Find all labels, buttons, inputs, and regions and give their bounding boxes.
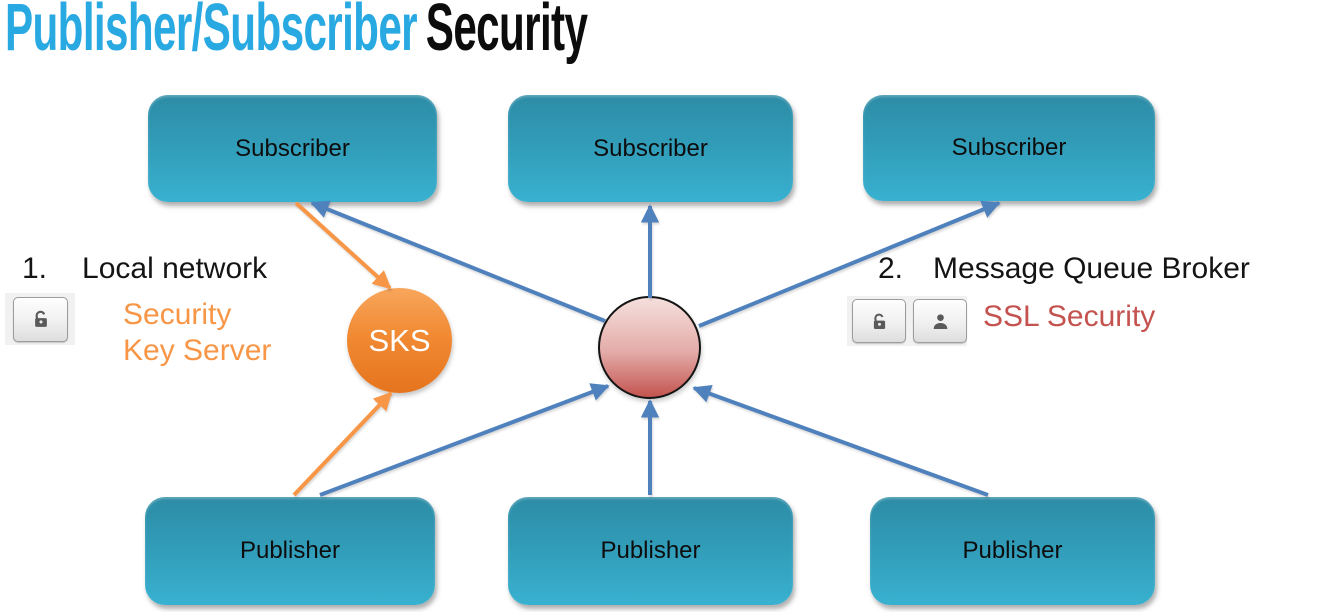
security-key-server-circle: SKS bbox=[347, 288, 452, 393]
sks-label: SKS bbox=[368, 322, 431, 358]
callout-title-text: Local network bbox=[82, 252, 268, 285]
local-network-icon-panel bbox=[5, 293, 75, 345]
message-queue-broker-circle bbox=[598, 296, 701, 399]
subscriber-label: Subscriber bbox=[593, 134, 708, 162]
arrow-subscriber-to-sks bbox=[294, 201, 392, 290]
subscriber-label: Subscriber bbox=[951, 134, 1067, 161]
arrow-broker-to-subscriber-left bbox=[310, 200, 606, 323]
lock-button bbox=[852, 299, 906, 343]
subscriber-box-2: Subscriber bbox=[508, 95, 793, 202]
subscriber-box-3: Subscriber bbox=[863, 95, 1155, 201]
publisher-label: Publisher bbox=[239, 537, 341, 564]
person-icon bbox=[933, 313, 947, 329]
page-title-rest: Security bbox=[425, 0, 588, 65]
message-queue-callout: 2. Message Queue Broker bbox=[878, 252, 1250, 286]
ssl-security-label: SSL Security bbox=[983, 300, 1156, 333]
lock-icon bbox=[873, 313, 885, 329]
arrow-publisher-right-to-broker bbox=[692, 385, 989, 497]
callout-number: 2. bbox=[878, 252, 904, 285]
arrow-publisher-to-sks bbox=[292, 391, 393, 497]
arrow-publisher-left-to-broker bbox=[319, 383, 610, 497]
callout-title-text: Message Queue Broker bbox=[933, 252, 1250, 285]
security-key-server-label: Security Key Server bbox=[123, 298, 272, 367]
local-network-callout: 1. Local network bbox=[22, 252, 267, 286]
publisher-box-2: Publisher bbox=[508, 497, 793, 605]
publisher-label: Publisher bbox=[962, 537, 1063, 564]
page-title-accent: Publisher/Subscriber bbox=[5, 0, 418, 65]
publisher-box-3: Publisher bbox=[870, 497, 1155, 605]
publisher-label: Publisher bbox=[600, 537, 701, 564]
lock-icon bbox=[34, 310, 47, 327]
user-button bbox=[913, 299, 967, 343]
subscriber-box-1: Subscriber bbox=[148, 95, 437, 202]
ssl-icon-panel bbox=[847, 296, 967, 346]
subscriber-label: Subscriber bbox=[235, 134, 350, 162]
callout-number: 1. bbox=[22, 252, 48, 285]
lock-button bbox=[13, 296, 68, 342]
publisher-box-1: Publisher bbox=[145, 497, 435, 605]
